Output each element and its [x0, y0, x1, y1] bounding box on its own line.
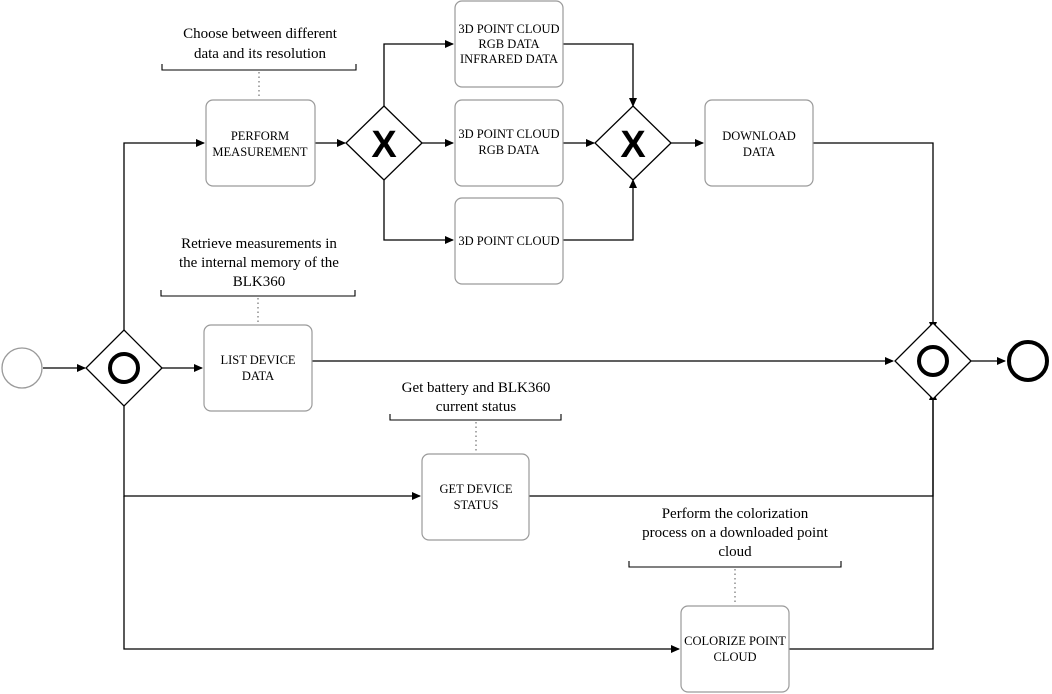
- task-label-line: INFRARED DATA: [460, 52, 558, 66]
- task-label-line: STATUS: [454, 498, 499, 512]
- flow-pointcloud-to-xor-join: [563, 179, 637, 241]
- exclusive-split-gateway: X: [345, 105, 423, 181]
- flow-status-to-parallel-join: [529, 392, 934, 497]
- sequence-flows: [43, 40, 1006, 653]
- annotation-measurement: Choose between different data and its re…: [161, 26, 357, 99]
- task-label-line: RGB DATA: [478, 37, 539, 51]
- flow-xor-to-pointcloud: [383, 180, 454, 244]
- flow-xor-to-rgb-infrared: [383, 40, 454, 106]
- annotation-retrieve: Retrieve measurements in the internal me…: [160, 236, 356, 324]
- task-point-cloud: 3D POINT CLOUD: [454, 197, 564, 285]
- task-label-line: GET DEVICE: [439, 482, 512, 496]
- annotation-line: cloud: [718, 544, 752, 560]
- parallel-join-gateway: [894, 322, 972, 400]
- task-list-device-data: LIST DEVICE DATA: [203, 324, 313, 412]
- exclusive-gateway-x-icon: X: [620, 124, 646, 166]
- annotation-bracket: [628, 561, 842, 568]
- task-colorize-point-cloud: COLORIZE POINT CLOUD: [680, 605, 790, 693]
- gateway-circle-icon: [917, 345, 949, 377]
- gateway-circle-icon: [108, 352, 140, 384]
- annotation-line: the internal memory of the: [179, 255, 339, 271]
- flow-split-to-get-device-status: [123, 406, 421, 500]
- start-event: [1, 347, 43, 389]
- flow-download-to-parallel-join: [813, 142, 937, 331]
- annotation-bracket: [160, 290, 356, 297]
- annotation-bracket: [161, 64, 357, 71]
- annotation-line: Retrieve measurements in: [181, 236, 337, 252]
- annotation-line: data and its resolution: [194, 46, 327, 62]
- annotation-line: Choose between different: [183, 26, 338, 42]
- annotation-line: current status: [436, 399, 517, 415]
- annotation-line: Perform the colorization: [662, 506, 809, 522]
- task-label-line: LIST DEVICE: [220, 353, 295, 367]
- task-label-line: COLORIZE POINT: [684, 634, 786, 648]
- task-label-line: 3D POINT CLOUD: [458, 234, 559, 248]
- task-point-cloud-rgb-infrared: 3D POINT CLOUD RGB DATA INFRARED DATA: [454, 0, 564, 88]
- task-point-cloud-rgb: 3D POINT CLOUD RGB DATA: [454, 99, 564, 187]
- flow-rgb-infrared-to-xor-join: [563, 43, 637, 107]
- annotation-line: process on a downloaded point: [642, 525, 829, 541]
- annotation-status: Get battery and BLK360 current status: [389, 380, 562, 453]
- task-label-line: 3D POINT CLOUD: [458, 22, 559, 36]
- annotation-line: Get battery and BLK360: [402, 380, 551, 396]
- task-download-data: DOWNLOAD DATA: [704, 99, 814, 187]
- flow-split-to-colorize: [123, 496, 680, 653]
- task-label-line: MEASUREMENT: [212, 145, 308, 159]
- flow-colorize-to-parallel-join: [789, 391, 937, 650]
- task-label-line: DATA: [743, 145, 775, 159]
- task-label-line: 3D POINT CLOUD: [458, 127, 559, 141]
- end-event: [1007, 340, 1049, 382]
- task-label-line: PERFORM: [231, 129, 289, 143]
- task-label-line: DOWNLOAD: [722, 129, 796, 143]
- annotation-colorize: Perform the colorization process on a do…: [628, 506, 842, 605]
- exclusive-join-gateway: X: [594, 105, 672, 181]
- task-perform-measurement: PERFORM MEASUREMENT: [205, 99, 316, 187]
- task-label-line: RGB DATA: [478, 143, 539, 157]
- flow-split-to-perform-measurement: [123, 139, 205, 330]
- annotation-bracket: [389, 414, 562, 421]
- annotation-line: BLK360: [233, 274, 286, 290]
- task-label-line: DATA: [242, 369, 274, 383]
- exclusive-gateway-x-icon: X: [371, 124, 397, 166]
- task-label-line: CLOUD: [713, 650, 756, 664]
- task-get-device-status: GET DEVICE STATUS: [421, 453, 530, 541]
- parallel-split-gateway: [85, 329, 163, 407]
